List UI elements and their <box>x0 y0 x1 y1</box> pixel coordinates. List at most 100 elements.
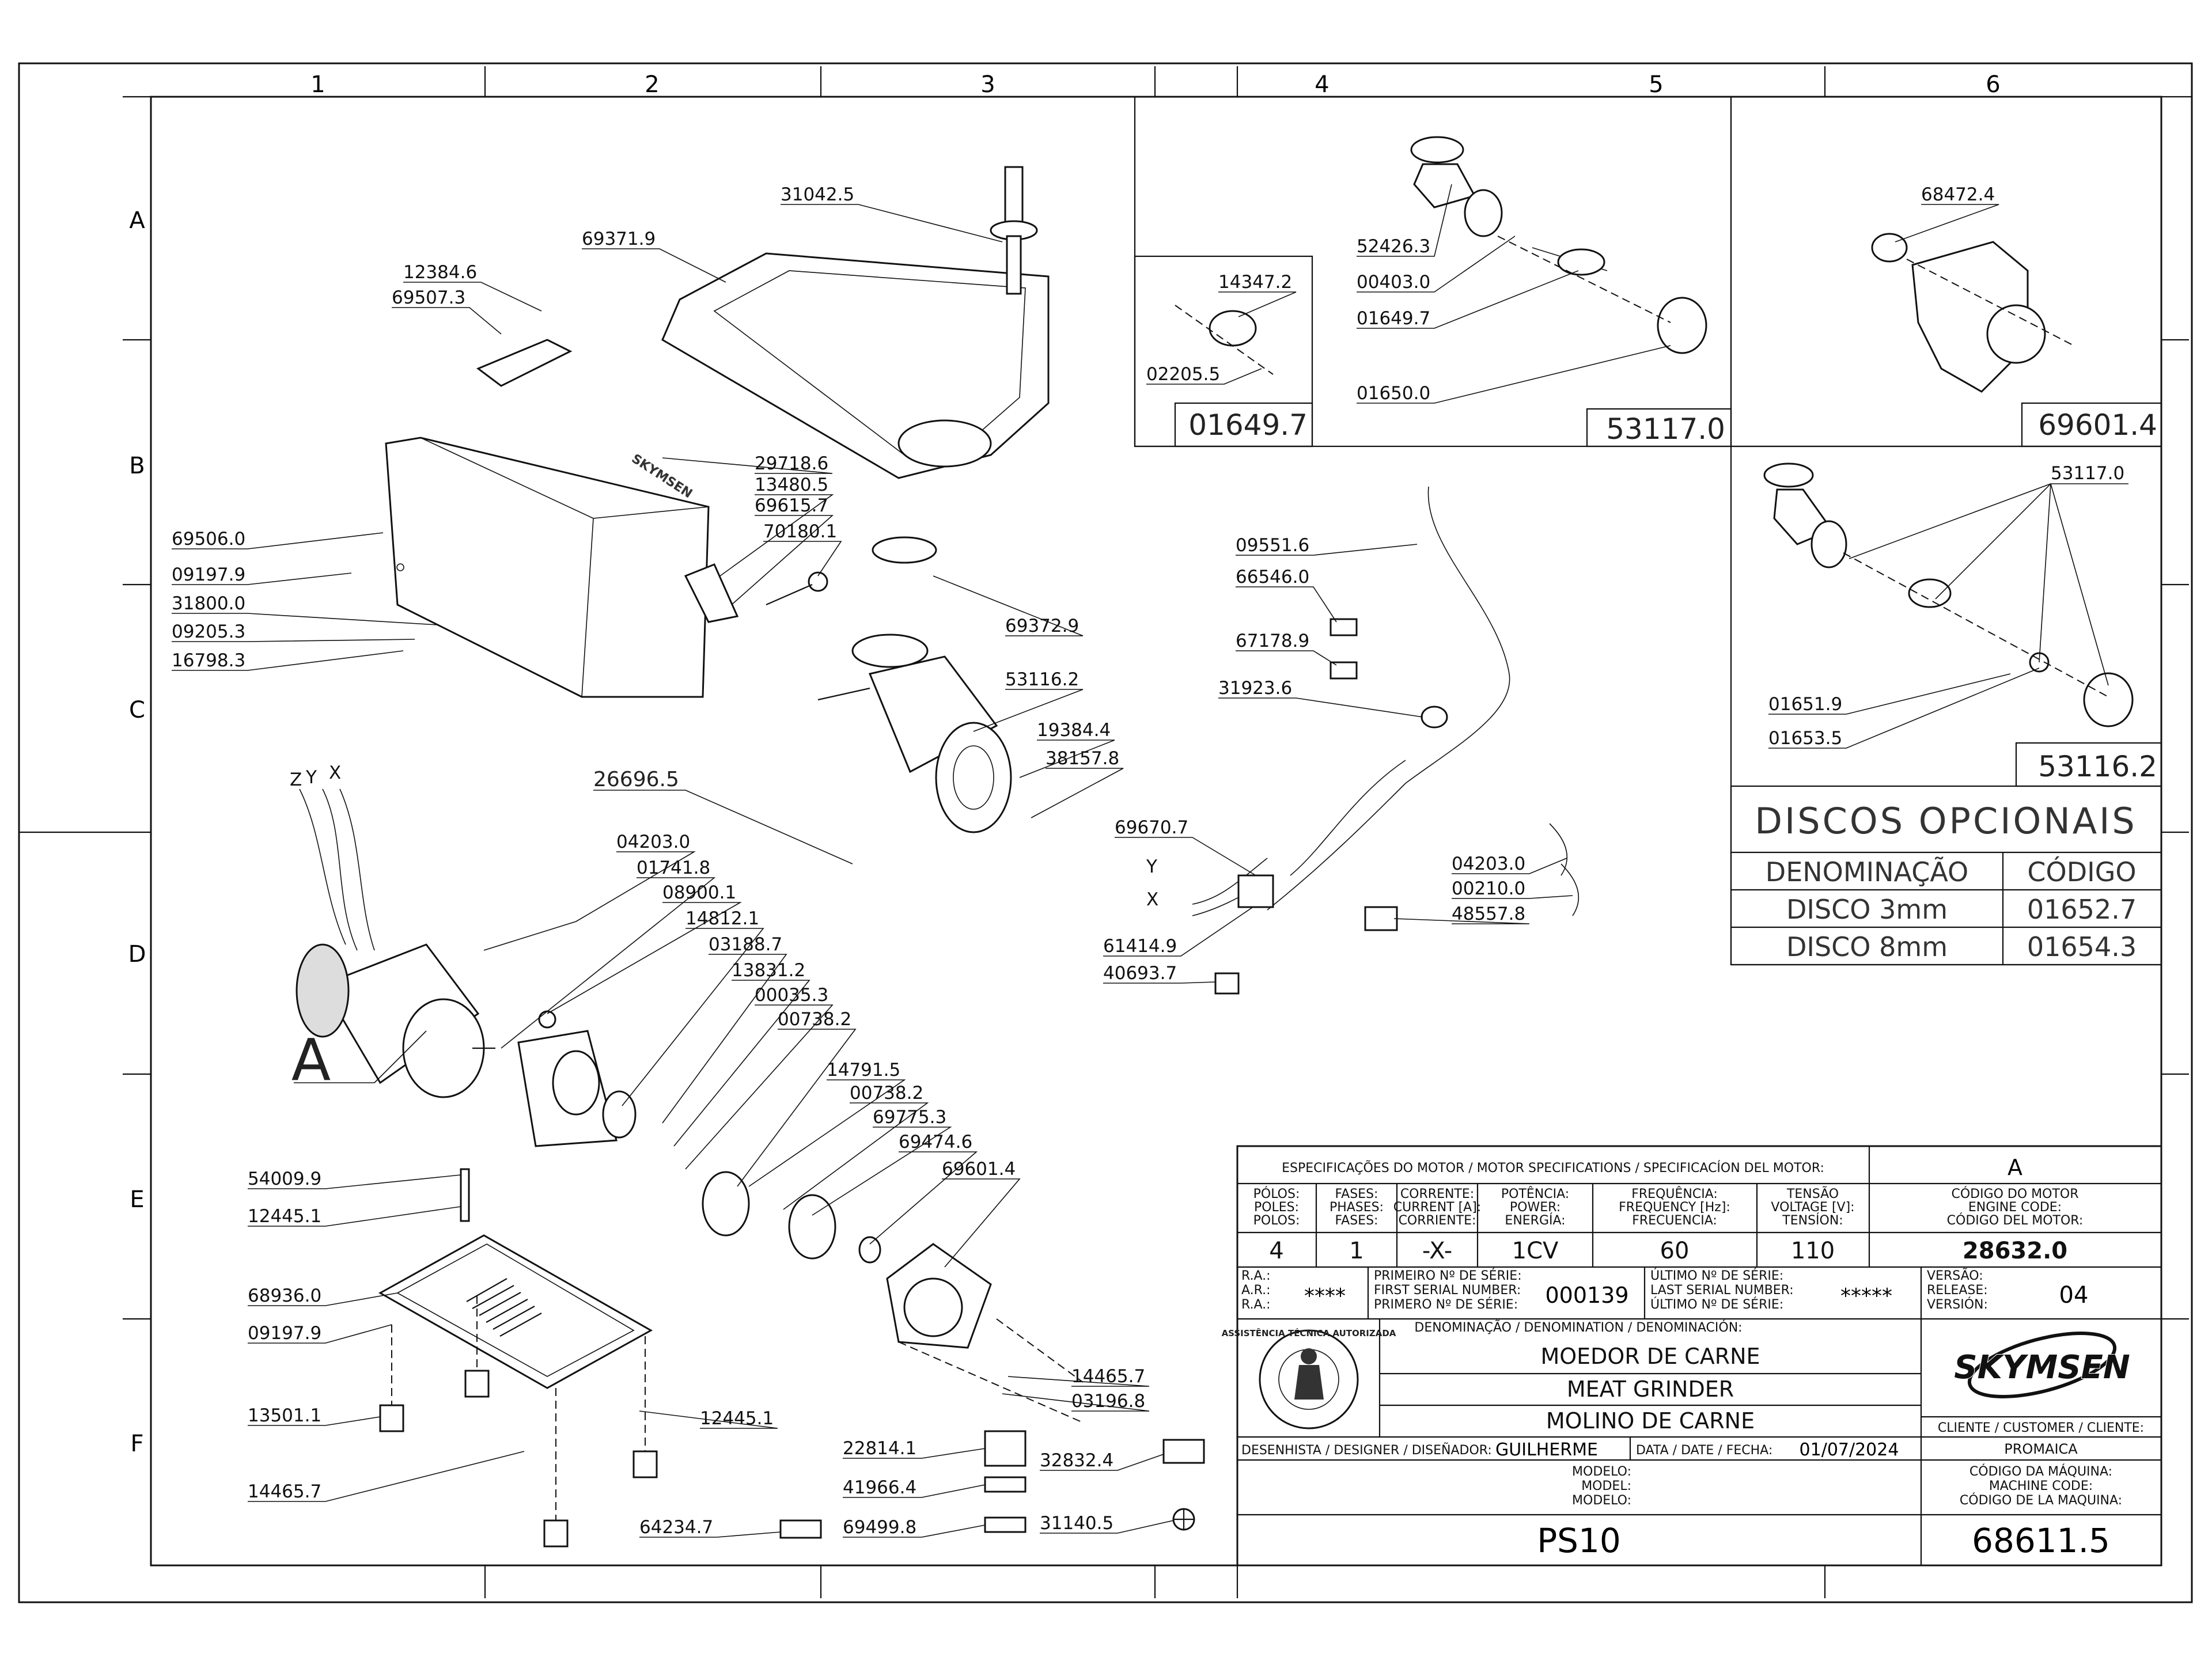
optional-discs-title: DISCOS OPCIONAIS <box>1755 800 2137 842</box>
callout-labels: 31042.5 69371.9 12384.6 69507.3 29718.6 … <box>172 184 2128 1538</box>
callout-01649: 01649.7 <box>1357 308 1430 329</box>
callout-08900: 08900.1 <box>662 882 736 903</box>
val-poles: 4 <box>1269 1238 1283 1264</box>
wire-y-label: Y <box>305 767 317 788</box>
ra-label-1: R.A.: <box>1241 1269 1271 1283</box>
hdr-engine-pt: CÓDIGO DO MOTOR <box>1951 1186 2078 1201</box>
hdr-voltage-en: VOLTAGE [V]: <box>1771 1200 1854 1215</box>
hdr-power-pt: POTÊNCIA: <box>1501 1186 1569 1201</box>
last-serial-label-es: ÚLTIMO Nº DE SÉRIE: <box>1650 1297 1783 1312</box>
callout-69507: 69507.3 <box>392 287 465 308</box>
callout-13831: 13831.2 <box>732 960 805 981</box>
callout-70180: 70180.1 <box>763 521 837 542</box>
callout-01650: 01650.0 <box>1357 383 1430 404</box>
optional-row2-code: 01654.3 <box>2027 931 2137 962</box>
last-serial-label-pt: ÚLTIMO Nº DE SÉRIE: <box>1650 1268 1783 1283</box>
optional-header-name: DENOMINAÇÃO <box>1766 856 1968 888</box>
callout-04203a: 04203.0 <box>616 832 690 852</box>
hdr-voltage-es: TENSÍON: <box>1782 1213 1843 1228</box>
ra-label-2: A.R.: <box>1241 1283 1271 1298</box>
callout-40693: 40693.7 <box>1103 963 1177 984</box>
hdr-power-en: POWER: <box>1510 1200 1560 1215</box>
client-label: CLIENTE / CUSTOMER / CLIENTE: <box>1938 1421 2144 1435</box>
hdr-poles-en: POLES: <box>1254 1200 1299 1215</box>
hdr-current-es: CORRIENTE: <box>1399 1213 1476 1228</box>
date-value: 01/07/2024 <box>1800 1440 1899 1460</box>
version-label-en: RELEASE: <box>1927 1283 1988 1298</box>
callout-00210: 00210.0 <box>1452 878 1525 899</box>
callout-31042: 31042.5 <box>781 184 854 205</box>
last-serial-label-en: LAST SERIAL NUMBER: <box>1650 1283 1794 1298</box>
client-value: PROMAICA <box>2004 1441 2078 1457</box>
model-label-es: MODELO: <box>1572 1493 1631 1508</box>
callout-69474: 69474.6 <box>899 1132 972 1152</box>
box-01649: 01649.7 <box>1188 408 1308 442</box>
last-serial-value: ***** <box>1840 1284 1892 1308</box>
name-es: MOLINO DE CARNE <box>1546 1408 1755 1434</box>
box-53116: 53116.2 <box>2038 750 2157 783</box>
motor-spec-title: ESPECIFICAÇÕES DO MOTOR / MOTOR SPECIFIC… <box>1282 1160 1824 1175</box>
callout-12384: 12384.6 <box>403 262 477 283</box>
zone-col-3: 3 <box>980 71 995 98</box>
first-serial-value: 000139 <box>1545 1283 1628 1308</box>
hdr-phases-pt: FASES: <box>1335 1187 1378 1201</box>
hdr-voltage-pt: TENSÃO <box>1786 1186 1839 1201</box>
revision-letter: A <box>2008 1155 2022 1180</box>
designer-label: DESENHISTA / DESIGNER / DISEÑADOR: <box>1241 1442 1492 1458</box>
optional-row2-name: DISCO 8mm <box>1786 931 1948 962</box>
callout-09197b: 09197.9 <box>248 1323 321 1344</box>
zone-row-d: D <box>128 941 146 968</box>
box-53117: 53117.0 <box>1606 412 1725 446</box>
val-phases: 1 <box>1349 1238 1363 1264</box>
zone-col-6: 6 <box>1986 71 2000 98</box>
callout-00403: 00403.0 <box>1357 272 1430 293</box>
callout-01653: 01653.5 <box>1768 728 1842 749</box>
callout-31140: 31140.5 <box>1040 1513 1113 1534</box>
val-power: 1CV <box>1512 1238 1559 1264</box>
zone-col-4: 4 <box>1315 71 1329 98</box>
designer-value: GUILHERME <box>1495 1440 1598 1460</box>
val-engine-code: 28632.0 <box>1963 1238 2067 1264</box>
optional-row1-code: 01652.7 <box>2027 894 2137 925</box>
name-en: MEAT GRINDER <box>1567 1376 1734 1402</box>
callout-03188: 03188.7 <box>709 934 782 955</box>
callout-00738a: 00738.2 <box>778 1009 851 1030</box>
model-label-en: MODEL: <box>1581 1479 1631 1493</box>
housing-illustration <box>385 166 1050 833</box>
hdr-power-es: ENERGÍA: <box>1505 1213 1565 1228</box>
date-label: DATA / DATE / FECHA: <box>1636 1443 1772 1458</box>
callout-69670: 69670.7 <box>1115 817 1188 838</box>
callout-66546: 66546.0 <box>1236 567 1309 587</box>
first-serial-label-en: FIRST SERIAL NUMBER: <box>1374 1283 1521 1298</box>
seal-text: ASSISTÊNCIA TÉCNICA AUTORIZADA <box>1222 1328 1396 1338</box>
callout-19384: 19384.4 <box>1037 720 1111 741</box>
hdr-phases-es: FASES: <box>1335 1213 1378 1228</box>
optional-row1-name: DISCO 3mm <box>1786 894 1948 925</box>
skymsen-logo: SKYMSEN <box>1953 1332 2131 1398</box>
decal-icons <box>779 1430 1205 1539</box>
callout-02205: 02205.5 <box>1146 364 1220 385</box>
hdr-engine-es: CÓDIGO DEL MOTOR: <box>1947 1213 2084 1228</box>
zone-col-1: 1 <box>310 71 325 98</box>
callout-69615: 69615.7 <box>755 495 828 516</box>
wire-y2-label: Y <box>1146 856 1157 877</box>
zone-col-5: 5 <box>1649 71 1663 98</box>
callout-22814: 22814.1 <box>843 1438 916 1459</box>
callout-68936: 68936.0 <box>248 1285 321 1306</box>
callout-01651: 01651.9 <box>1768 694 1842 715</box>
zone-row-b: B <box>129 453 145 479</box>
callout-68472: 68472.4 <box>1921 184 1995 205</box>
val-current: -X- <box>1422 1238 1452 1264</box>
machine-code-label-es: CÓDIGO DE LA MAQUINA: <box>1960 1493 2122 1508</box>
hdr-poles-es: POLOS: <box>1253 1213 1300 1228</box>
callout-09205: 09205.3 <box>172 621 245 642</box>
zone-row-e: E <box>130 1186 144 1213</box>
first-serial-label-pt: PRIMEIRO Nº DE SÉRIE: <box>1374 1268 1522 1283</box>
motor-detail-letter: A <box>291 1026 331 1094</box>
hdr-freq-pt: FREQUÊNCIA: <box>1631 1186 1718 1201</box>
machine-code-value: 68611.5 <box>1972 1521 2110 1560</box>
panel-id-boxes: 01649.7 53117.0 69601.4 53116.2 <box>1174 402 2162 783</box>
brand-logo-text: SKYMSEN <box>1954 1349 2130 1386</box>
denomination-label: DENOMINAÇÃO / DENOMINATION / DENOMINACIÓ… <box>1414 1319 1742 1335</box>
